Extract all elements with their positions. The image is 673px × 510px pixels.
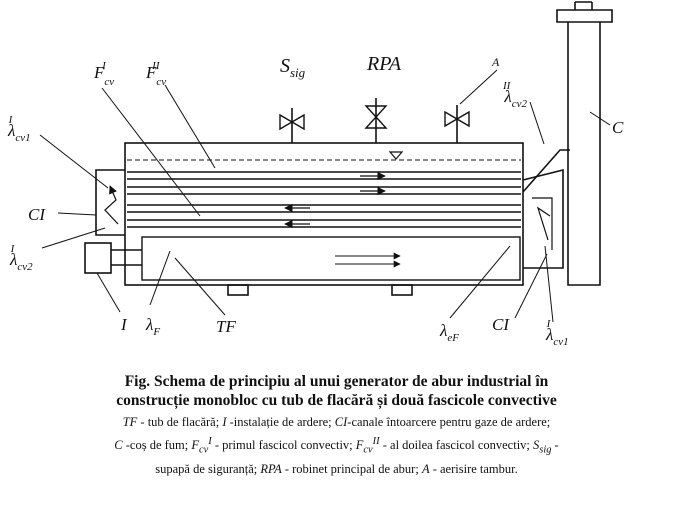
label-lambda-cv2-right: λcv2II xyxy=(502,80,527,110)
chimney-cap xyxy=(556,9,613,23)
legend-f1-sub: cv xyxy=(199,444,209,456)
label-lambda-cv2-left: λcv2I xyxy=(9,243,33,273)
caption-title-line2: construcție monobloc cu tub de flacără ș… xyxy=(116,392,557,409)
legend-tf-text: - tub de flacără; xyxy=(137,415,223,429)
legend-c-text: -coș de fum; xyxy=(122,438,192,453)
legend-ci-text: -canale întoarcere pentru gaze de ardere… xyxy=(347,415,551,429)
leader-fcv2 xyxy=(164,84,216,169)
support-right xyxy=(391,284,413,296)
boiler-drum xyxy=(124,142,524,286)
label-c: C xyxy=(612,118,624,137)
leader-lambda-cv1-right xyxy=(544,245,554,323)
figure-caption: Fig. Schema de principiu al unui generat… xyxy=(0,372,673,479)
legend-c-symbol: C xyxy=(114,438,123,453)
leader-fcv1 xyxy=(101,87,201,217)
leader-c xyxy=(589,111,611,126)
legend-f1-symbol: F xyxy=(191,438,199,453)
legend-a-symbol: A xyxy=(421,461,430,476)
legend-s-text: - xyxy=(551,438,559,453)
leader-lambda-f xyxy=(149,250,171,306)
legend-f2-sup: II xyxy=(372,436,380,447)
caption-title: Fig. Schema de principiu al unui generat… xyxy=(0,372,673,410)
chimney-duct xyxy=(522,149,570,193)
right-inner-box xyxy=(532,197,553,250)
legend-s-sub: sig xyxy=(539,444,552,456)
label-ci-right: CI xyxy=(492,315,510,334)
leader-ci-left xyxy=(57,212,97,216)
leader-tf xyxy=(174,257,226,316)
legend-f2-symbol: F xyxy=(355,438,364,453)
label-rpa: RPA xyxy=(366,53,402,75)
legend-f2-sub: cv xyxy=(363,444,373,456)
label-lambda-cv1-left: λcv1I xyxy=(7,114,31,144)
right-return-channel xyxy=(522,168,564,269)
legend-i-text: -instalație de ardere; xyxy=(226,415,335,429)
caption-legend: TF - tub de flacără; I -instalație de ar… xyxy=(0,413,673,479)
label-ssig: Ssig xyxy=(280,55,306,80)
leader-i xyxy=(96,272,121,313)
legend-f1-text: - primul fascicol convectiv; xyxy=(211,438,356,453)
flame-tube xyxy=(141,236,521,281)
leader-lambda-cv2-left xyxy=(41,227,106,249)
chimney xyxy=(567,22,601,286)
label-fcv1: FcvI xyxy=(93,60,114,88)
leader-lambda-cv1-left xyxy=(39,134,109,189)
legend-ci-symbol: CI xyxy=(334,415,348,429)
legend-f2-text: - al doilea fascicol convectiv; xyxy=(379,438,534,453)
label-tf: TF xyxy=(216,317,236,336)
air-vent-valve xyxy=(444,105,470,143)
legend-line3: supapă de siguranță; RPA - robinet princ… xyxy=(0,460,673,479)
boiler-schematic: FcvI FcvII Ssig RPA A C CI I λF TF λeF C… xyxy=(7,1,624,348)
label-lambda-f: λF xyxy=(145,315,160,338)
label-ci-left: CI xyxy=(28,205,46,224)
leader-lambda-ef xyxy=(449,245,511,319)
safety-valve xyxy=(279,108,305,143)
legend-line2: C -coș de fum; FcvI - primul fascicol co… xyxy=(0,432,673,460)
label-lambda-ef: λeF xyxy=(439,321,459,344)
legend-i-symbol: I xyxy=(222,415,227,429)
legend-tf-symbol: TF xyxy=(122,415,138,429)
label-a: A xyxy=(491,55,500,69)
legend-rpa-text: - robinet principal de abur; xyxy=(281,461,422,476)
label-i: I xyxy=(120,315,128,334)
leader-a xyxy=(459,69,498,105)
left-return-arrow xyxy=(104,185,119,225)
legend-s-symbol: S xyxy=(533,438,540,453)
label-lambda-cv1-right: λcv1I xyxy=(545,318,569,348)
legend-a-text: - aerisire tambur. xyxy=(429,461,518,476)
caption-title-line1: Fig. Schema de principiu al unui generat… xyxy=(124,373,549,390)
leader-ci-right xyxy=(514,253,548,319)
legend-line1: TF - tub de flacără; I -instalație de ar… xyxy=(0,413,673,432)
left-return-channel xyxy=(95,169,125,236)
leader-lambda-cv2-right xyxy=(529,101,545,145)
main-steam-valve xyxy=(364,98,388,143)
legend-s-text-cont: supapă de siguranță; xyxy=(155,461,261,476)
legend-f1-sup: I xyxy=(208,436,212,447)
legend-rpa-symbol: RPA xyxy=(260,461,282,476)
water-level-marker xyxy=(388,151,404,160)
convective-tubes xyxy=(127,171,521,228)
label-fcv2: FcvII xyxy=(145,60,166,88)
support-left xyxy=(227,284,249,296)
burner-installation xyxy=(84,242,112,274)
right-return-arrow xyxy=(536,206,551,241)
